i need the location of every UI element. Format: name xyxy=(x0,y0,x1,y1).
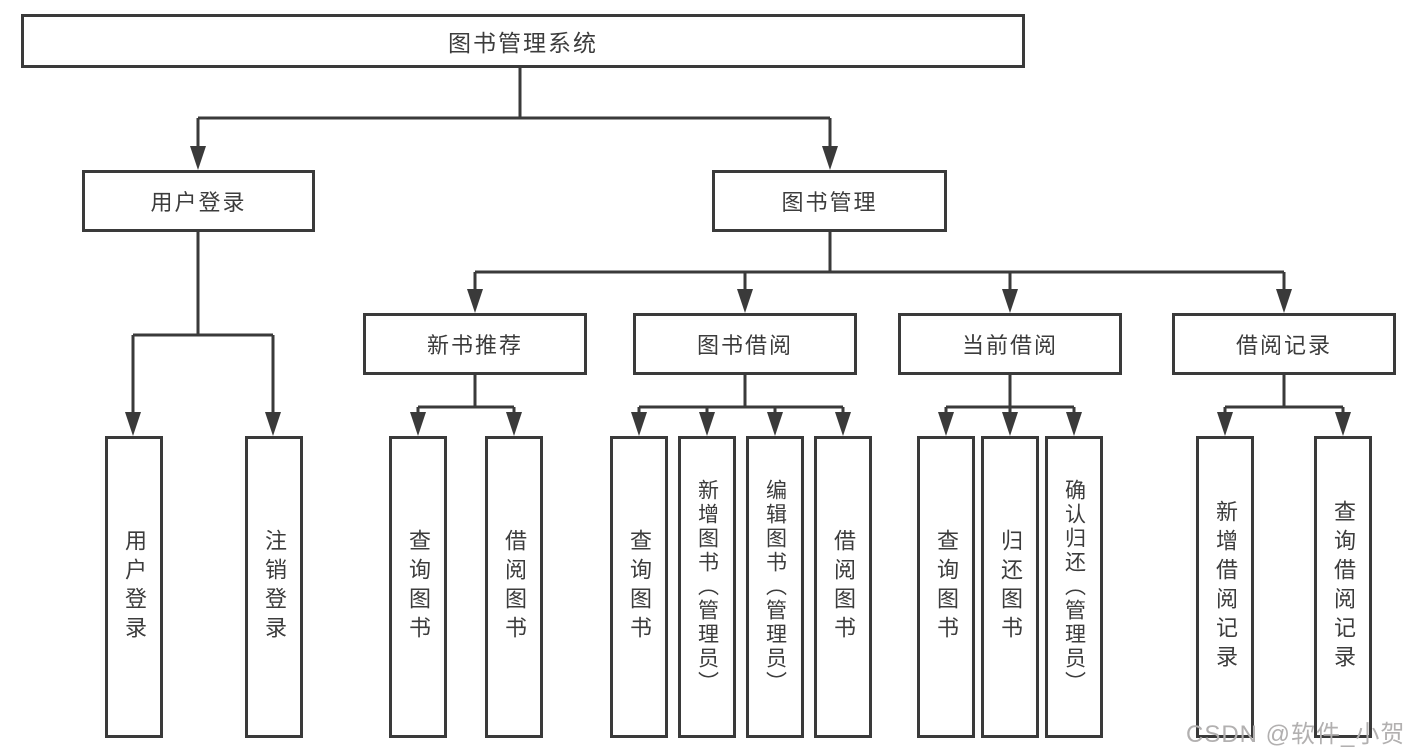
leaf-add-books-admin: 新增图书（管理员） xyxy=(678,436,736,738)
arrowhead-icon xyxy=(835,412,851,436)
node-borrow-records: 借阅记录 xyxy=(1172,313,1396,375)
leaf-user-login: 用户登录 xyxy=(105,436,163,738)
arrowhead-icon xyxy=(699,412,715,436)
arrowhead-icon xyxy=(1335,412,1351,436)
leaf-borrow-books-recommend: 借阅图书 xyxy=(485,436,543,738)
arrowhead-icon xyxy=(506,412,522,436)
arrowhead-icon xyxy=(767,412,783,436)
leaf-query-books-recommend: 查询图书 xyxy=(389,436,447,738)
leaf-confirm-return-admin: 确认归还（管理员） xyxy=(1045,436,1103,738)
connector-path xyxy=(131,68,1345,416)
leaf-query-books-current: 查询图书 xyxy=(917,436,975,738)
node-current-borrow: 当前借阅 xyxy=(898,313,1122,375)
arrowhead-icon xyxy=(1002,289,1018,313)
leaf-query-books-borrow: 查询图书 xyxy=(610,436,668,738)
arrowhead-icon xyxy=(265,412,281,436)
leaf-borrow-books: 借阅图书 xyxy=(814,436,872,738)
arrowhead-icon xyxy=(125,412,141,436)
arrowhead-icon xyxy=(631,412,647,436)
leaf-edit-books-admin: 编辑图书（管理员） xyxy=(746,436,804,738)
arrowhead-icon xyxy=(467,289,483,313)
leaf-logout: 注销登录 xyxy=(245,436,303,738)
node-book-borrow: 图书借阅 xyxy=(633,313,857,375)
arrowhead-icon xyxy=(1002,412,1018,436)
arrowhead-icon xyxy=(938,412,954,436)
arrowhead-icon xyxy=(737,289,753,313)
node-library-management-system: 图书管理系统 xyxy=(21,14,1025,68)
node-book-management: 图书管理 xyxy=(712,170,947,232)
arrowhead-icon xyxy=(822,146,838,170)
watermark: CSDN @软件_小贺同学 xyxy=(1186,721,1405,747)
arrowhead-icon xyxy=(410,412,426,436)
leaf-query-borrow-record: 查询借阅记录 xyxy=(1314,436,1372,738)
arrowheads xyxy=(125,146,1351,436)
node-user-login: 用户登录 xyxy=(82,170,315,232)
arrowhead-icon xyxy=(1276,289,1292,313)
arrowhead-icon xyxy=(1066,412,1082,436)
leaf-return-books: 归还图书 xyxy=(981,436,1039,738)
arrowhead-icon xyxy=(1217,412,1233,436)
leaf-add-borrow-record: 新增借阅记录 xyxy=(1196,436,1254,738)
node-new-book-recommend: 新书推荐 xyxy=(363,313,587,375)
arrowhead-icon xyxy=(190,146,206,170)
